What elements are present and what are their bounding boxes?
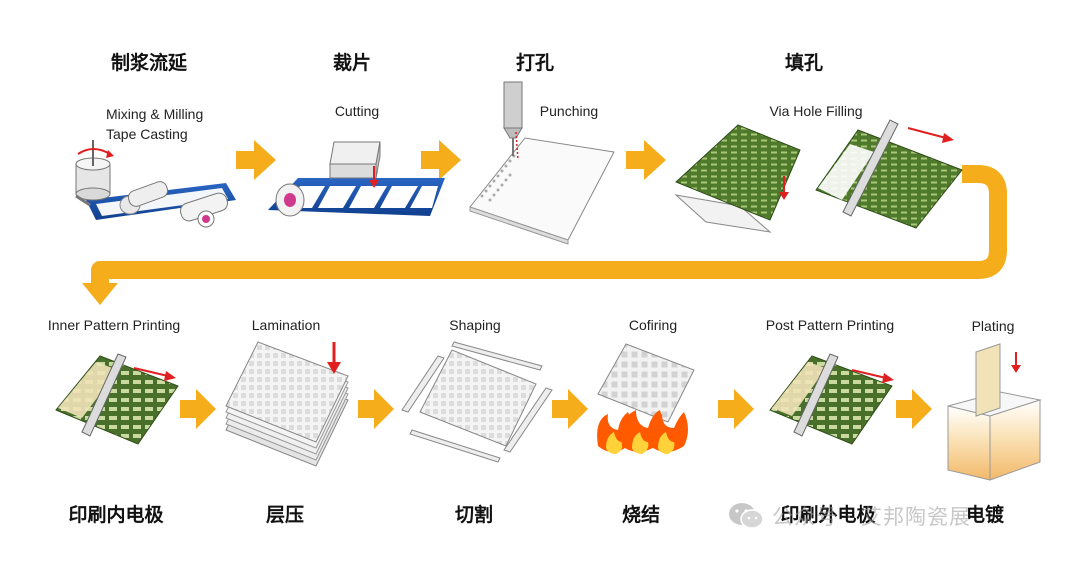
step-label-zh: 切割 bbox=[454, 504, 494, 526]
watermark-text: 公众号 · 艾邦陶瓷展 bbox=[772, 505, 972, 529]
step-label-zh: 电镀 bbox=[965, 504, 1005, 526]
return-arrow-head bbox=[82, 283, 118, 305]
step-label-zh: 印刷内电极 bbox=[68, 504, 164, 526]
cutting-illustration bbox=[268, 141, 445, 217]
step-label-zh: 印刷外电极 bbox=[780, 504, 876, 526]
inner-printing-illustration bbox=[55, 353, 179, 445]
plating-illustration bbox=[947, 343, 1042, 481]
step-label-zh: 烧结 bbox=[621, 504, 661, 526]
step-label-en: Cutting bbox=[334, 103, 380, 119]
flow-arrow bbox=[896, 389, 932, 429]
flame-icon bbox=[597, 410, 688, 454]
step-label-en: Punching bbox=[539, 103, 599, 119]
watermark: 公众号 · 艾邦陶瓷展 bbox=[728, 498, 971, 534]
step-label-zh: 层压 bbox=[265, 504, 305, 526]
punching-illustration bbox=[469, 81, 615, 245]
cofiring-illustration bbox=[597, 343, 695, 454]
tape-casting-illustration bbox=[75, 140, 236, 228]
lamination-illustration bbox=[225, 341, 349, 467]
step-label-en: Tape Casting bbox=[106, 126, 188, 142]
step-label-en: Shaping bbox=[449, 317, 501, 333]
flow-arrow bbox=[626, 140, 666, 180]
flow-arrow bbox=[236, 140, 276, 180]
wechat-icon bbox=[729, 503, 764, 529]
step-label-en: Post Pattern Printing bbox=[765, 317, 895, 333]
step-label-en: Cofiring bbox=[628, 317, 678, 333]
return-arrow bbox=[91, 165, 1007, 285]
step-label-en: Via Hole Filling bbox=[769, 103, 863, 119]
shaping-illustration bbox=[401, 341, 553, 463]
flow-arrow bbox=[718, 389, 754, 429]
flow-arrow bbox=[552, 389, 588, 429]
via-filling-illustration bbox=[674, 119, 963, 233]
step-label-en: Plating bbox=[971, 318, 1015, 334]
flow-arrow bbox=[358, 389, 394, 429]
flow-arrow bbox=[421, 140, 461, 180]
flow-arrow bbox=[180, 389, 216, 429]
step-label-en: Lamination bbox=[251, 317, 321, 333]
step-label-zh: 裁片 bbox=[332, 52, 372, 74]
step-label-zh: 制浆流延 bbox=[110, 52, 188, 74]
step-label-en: Inner Pattern Printing bbox=[47, 317, 181, 333]
step-label-zh: 填孔 bbox=[784, 52, 824, 74]
post-printing-illustration bbox=[769, 353, 894, 445]
step-label-zh: 打孔 bbox=[515, 52, 555, 74]
step-label-en: Mixing & Milling bbox=[106, 106, 204, 122]
